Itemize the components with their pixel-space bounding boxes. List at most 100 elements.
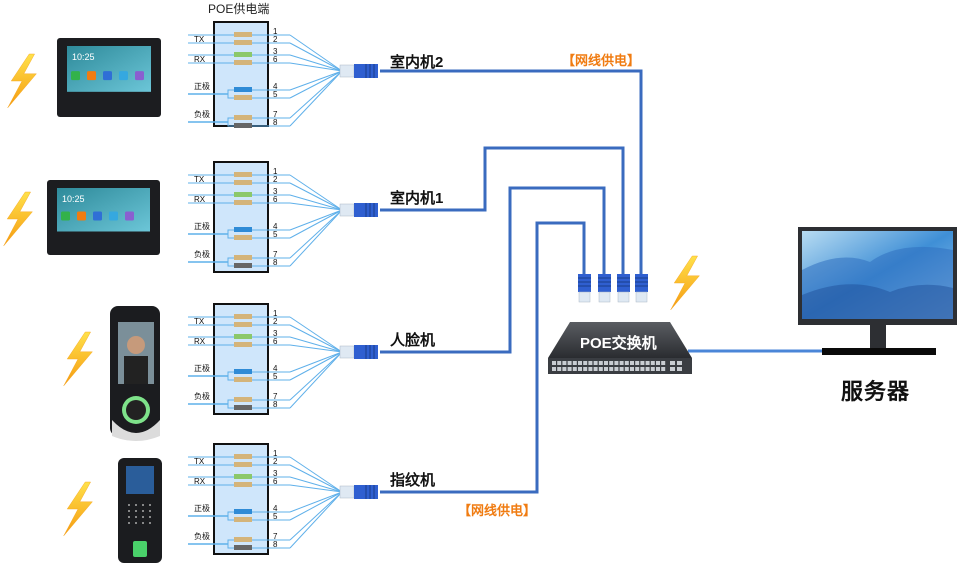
switch-port bbox=[598, 367, 603, 371]
switch-port bbox=[650, 367, 655, 371]
screen-time: 10:25 bbox=[72, 52, 95, 62]
switch-plug-head bbox=[617, 291, 630, 303]
pin-number: 2 bbox=[273, 175, 278, 184]
pin-number: 8 bbox=[273, 258, 278, 267]
pin-number: 4 bbox=[273, 82, 278, 91]
switch-plug-head bbox=[598, 291, 611, 303]
switch-port bbox=[609, 361, 614, 365]
switch-port bbox=[604, 367, 608, 371]
fan-wire bbox=[289, 70, 343, 91]
face-recognition-terminal bbox=[110, 306, 160, 441]
pin-contact bbox=[234, 263, 252, 268]
device-base bbox=[112, 420, 160, 441]
fan-wire bbox=[289, 209, 343, 267]
switch-port bbox=[624, 367, 629, 371]
sfp-port bbox=[670, 361, 675, 365]
signal-label-positive: 正极 bbox=[194, 221, 210, 231]
pin-contact bbox=[234, 377, 252, 382]
switch-port bbox=[624, 361, 629, 365]
fan-wire bbox=[289, 491, 343, 521]
app-tile bbox=[71, 71, 80, 81]
pin-number: 4 bbox=[273, 222, 278, 231]
switch-port bbox=[572, 361, 577, 365]
switch-plug-boot bbox=[635, 274, 648, 292]
sfp-port bbox=[670, 367, 675, 371]
pin-number: 7 bbox=[273, 250, 278, 259]
poe-power-end-title: POE供电端 bbox=[208, 2, 270, 16]
fan-wire bbox=[289, 351, 343, 373]
switch-port bbox=[588, 361, 593, 365]
pin-contact bbox=[234, 200, 252, 205]
fan-wire bbox=[289, 70, 343, 119]
signal-label-negative: 负极 bbox=[194, 249, 210, 259]
pin-contact bbox=[234, 342, 252, 347]
switch-port bbox=[635, 361, 640, 365]
pin-number: 3 bbox=[273, 187, 278, 196]
keypad-key bbox=[142, 516, 144, 518]
pin-number: 5 bbox=[273, 512, 278, 521]
switch-port bbox=[614, 361, 619, 365]
device-screen bbox=[57, 188, 150, 232]
device-label-indoor-2: 室内机2 bbox=[390, 54, 444, 71]
cable-indoor-1 bbox=[380, 146, 625, 278]
fan-wire bbox=[289, 42, 343, 72]
pin-contact bbox=[234, 405, 252, 410]
fan-wire bbox=[289, 209, 343, 231]
pin-contact bbox=[234, 334, 252, 339]
pin-number: 6 bbox=[273, 337, 278, 346]
power-bolt-icon bbox=[7, 53, 37, 109]
power-bolt-icon bbox=[3, 191, 33, 247]
switch-port bbox=[562, 361, 567, 365]
device-label-fingerprint-terminal: 指纹机 bbox=[390, 472, 436, 489]
pin-contact bbox=[234, 60, 252, 65]
pin-contact bbox=[234, 369, 252, 374]
signal-label-positive: 正极 bbox=[194, 81, 210, 91]
pin-number: 6 bbox=[273, 477, 278, 486]
pin-number: 5 bbox=[273, 372, 278, 381]
fan-wire bbox=[289, 491, 343, 513]
app-tile bbox=[135, 71, 144, 81]
switch-port bbox=[567, 361, 572, 365]
fan-wire bbox=[289, 209, 343, 239]
pin-number: 4 bbox=[273, 504, 278, 513]
keypad-key bbox=[149, 516, 151, 518]
switch-plugs bbox=[578, 274, 648, 303]
keypad-key bbox=[135, 522, 137, 524]
pinout-panel bbox=[213, 21, 269, 127]
device-screen bbox=[67, 46, 151, 92]
switch-port bbox=[552, 361, 556, 365]
app-tile bbox=[103, 71, 112, 81]
signal-label-tx: TX bbox=[194, 175, 205, 184]
switch-port bbox=[562, 367, 567, 371]
keypad-key bbox=[128, 504, 130, 506]
face-image bbox=[127, 336, 145, 354]
pin-contact bbox=[234, 95, 252, 100]
keypad-key bbox=[128, 522, 130, 524]
signal-label-rx: RX bbox=[194, 195, 206, 204]
rj45-plug-head bbox=[339, 203, 355, 217]
switch-port bbox=[578, 361, 582, 365]
switch-port bbox=[557, 367, 562, 371]
switch-label: POE交换机 bbox=[580, 335, 657, 352]
fan-wire bbox=[289, 316, 343, 353]
fan-wire bbox=[289, 464, 343, 493]
pin-contact bbox=[234, 32, 252, 37]
pin-number: 2 bbox=[273, 317, 278, 326]
pin-number: 6 bbox=[273, 55, 278, 64]
fan-wire bbox=[289, 484, 343, 493]
switch-port bbox=[640, 361, 645, 365]
pin-contact bbox=[234, 462, 252, 467]
pin-number: 7 bbox=[273, 392, 278, 401]
pin-contact bbox=[234, 87, 252, 92]
fan-wire bbox=[289, 491, 343, 541]
switch-port bbox=[598, 361, 603, 365]
switch-plug-head bbox=[578, 291, 591, 303]
fan-wire bbox=[289, 456, 343, 493]
app-tile bbox=[119, 71, 128, 81]
app-tile bbox=[125, 211, 134, 221]
pin-number: 2 bbox=[273, 457, 278, 466]
power-bolt-icon bbox=[63, 481, 93, 537]
pin-number: 7 bbox=[273, 110, 278, 119]
pin-number: 8 bbox=[273, 118, 278, 127]
